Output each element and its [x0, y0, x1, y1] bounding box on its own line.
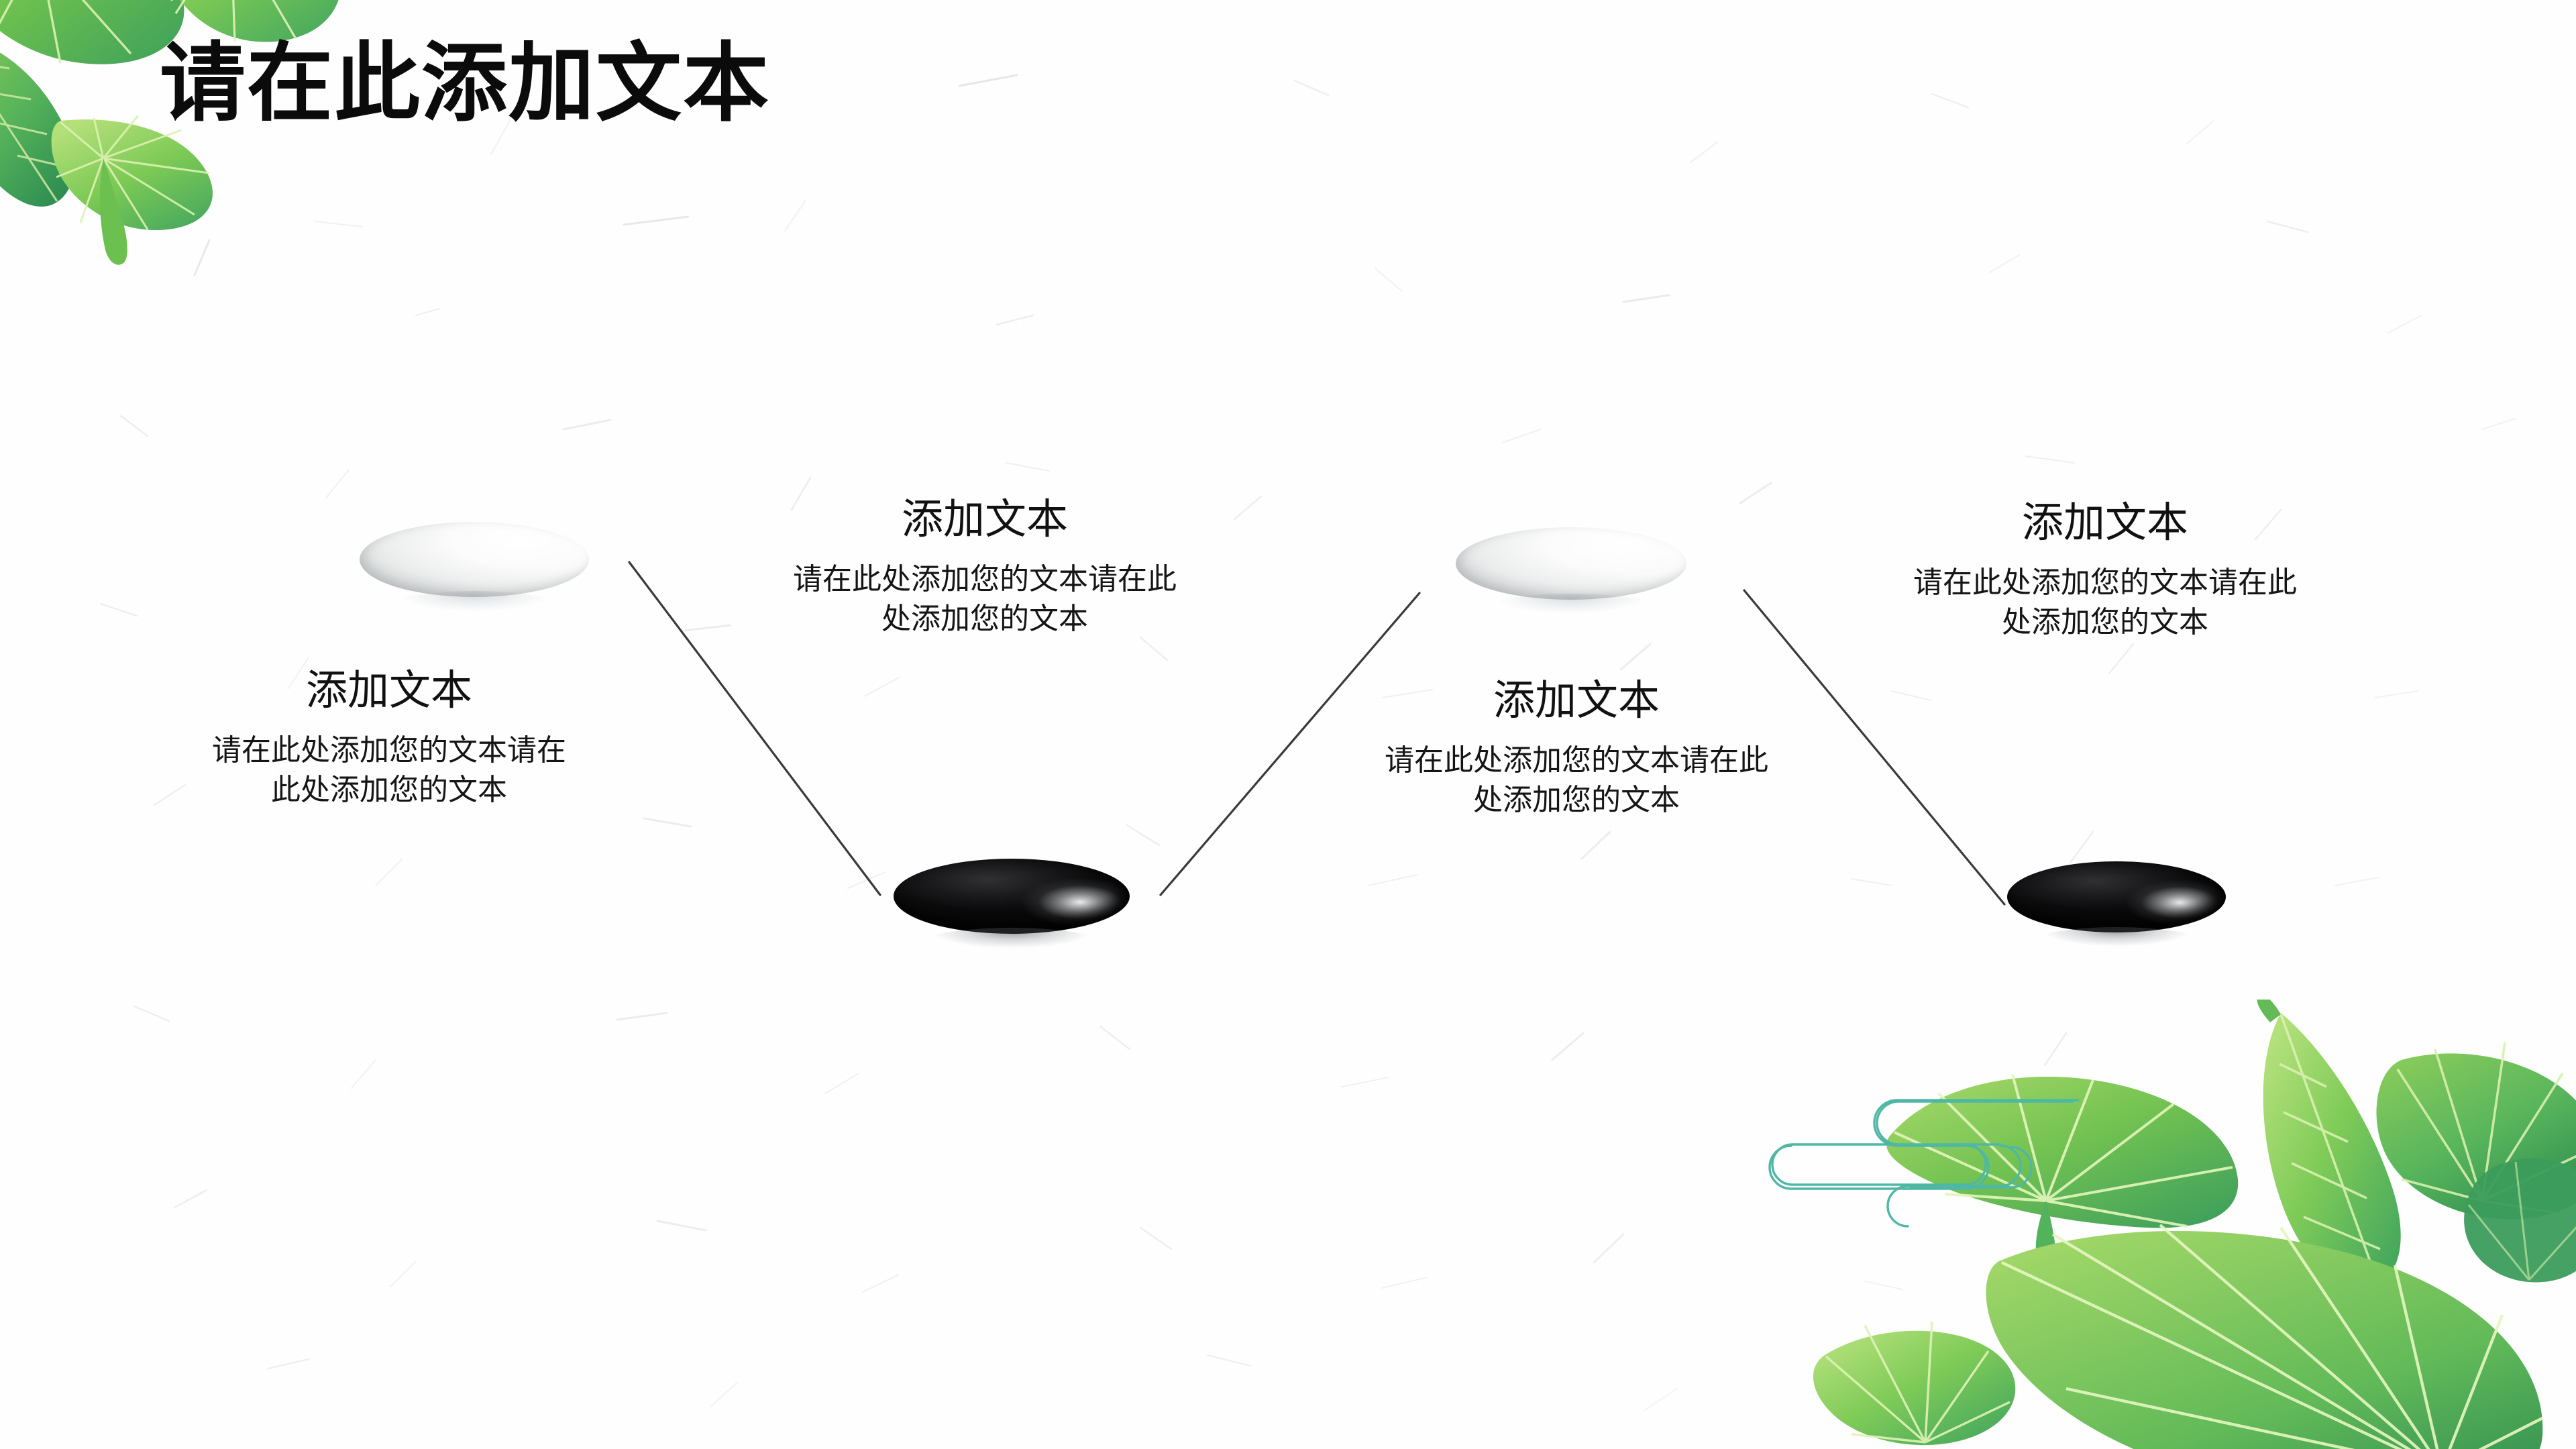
stone-reflection: [908, 928, 1116, 971]
stone-body: [1456, 527, 1686, 600]
stone-body: [894, 859, 1130, 934]
white-stone-1: [360, 522, 589, 635]
leaf-cluster-icon: [1813, 1000, 2576, 1449]
text-block-4: 添加文本 请在此处添加您的文本请在此处添加您的文本: [1911, 500, 2300, 643]
white-stone-2: [1456, 527, 1686, 636]
text-block-body: 请在此处添加您的文本请在此处添加您的文本: [1913, 566, 2297, 639]
text-block-body: 请在此处添加您的文本请在此处添加您的文本: [212, 734, 566, 807]
text-block-body: 请在此处添加您的文本请在此处添加您的文本: [793, 563, 1177, 636]
text-block-heading: 添加文本: [901, 496, 1068, 543]
stone-body: [2007, 861, 2226, 932]
text-block-3: 添加文本 请在此处添加您的文本请在此处添加您的文本: [1382, 678, 1771, 820]
text-block-body: 请在此处添加您的文本请在此处添加您的文本: [1385, 744, 1768, 817]
connector-line-2: [1159, 592, 1421, 896]
black-stone-1: [894, 859, 1130, 971]
text-block-heading: 添加文本: [305, 667, 472, 714]
stone-reflection: [1469, 594, 1673, 636]
meander-ornament-icon: [1768, 1099, 2080, 1228]
stone-body: [360, 522, 589, 597]
stone-reflection: [2020, 926, 2213, 968]
text-block-1: 添加文本 请在此处添加您的文本请在此处添加您的文本: [201, 667, 577, 810]
text-block-2: 添加文本 请在此处添加您的文本请在此处添加您的文本: [790, 496, 1179, 639]
stone-reflection: [373, 591, 576, 635]
black-stone-2: [2007, 861, 2226, 968]
text-block-heading: 添加文本: [1493, 678, 1660, 724]
text-block-heading: 添加文本: [2021, 500, 2188, 546]
page-title: 请在此添加文本: [160, 36, 771, 131]
